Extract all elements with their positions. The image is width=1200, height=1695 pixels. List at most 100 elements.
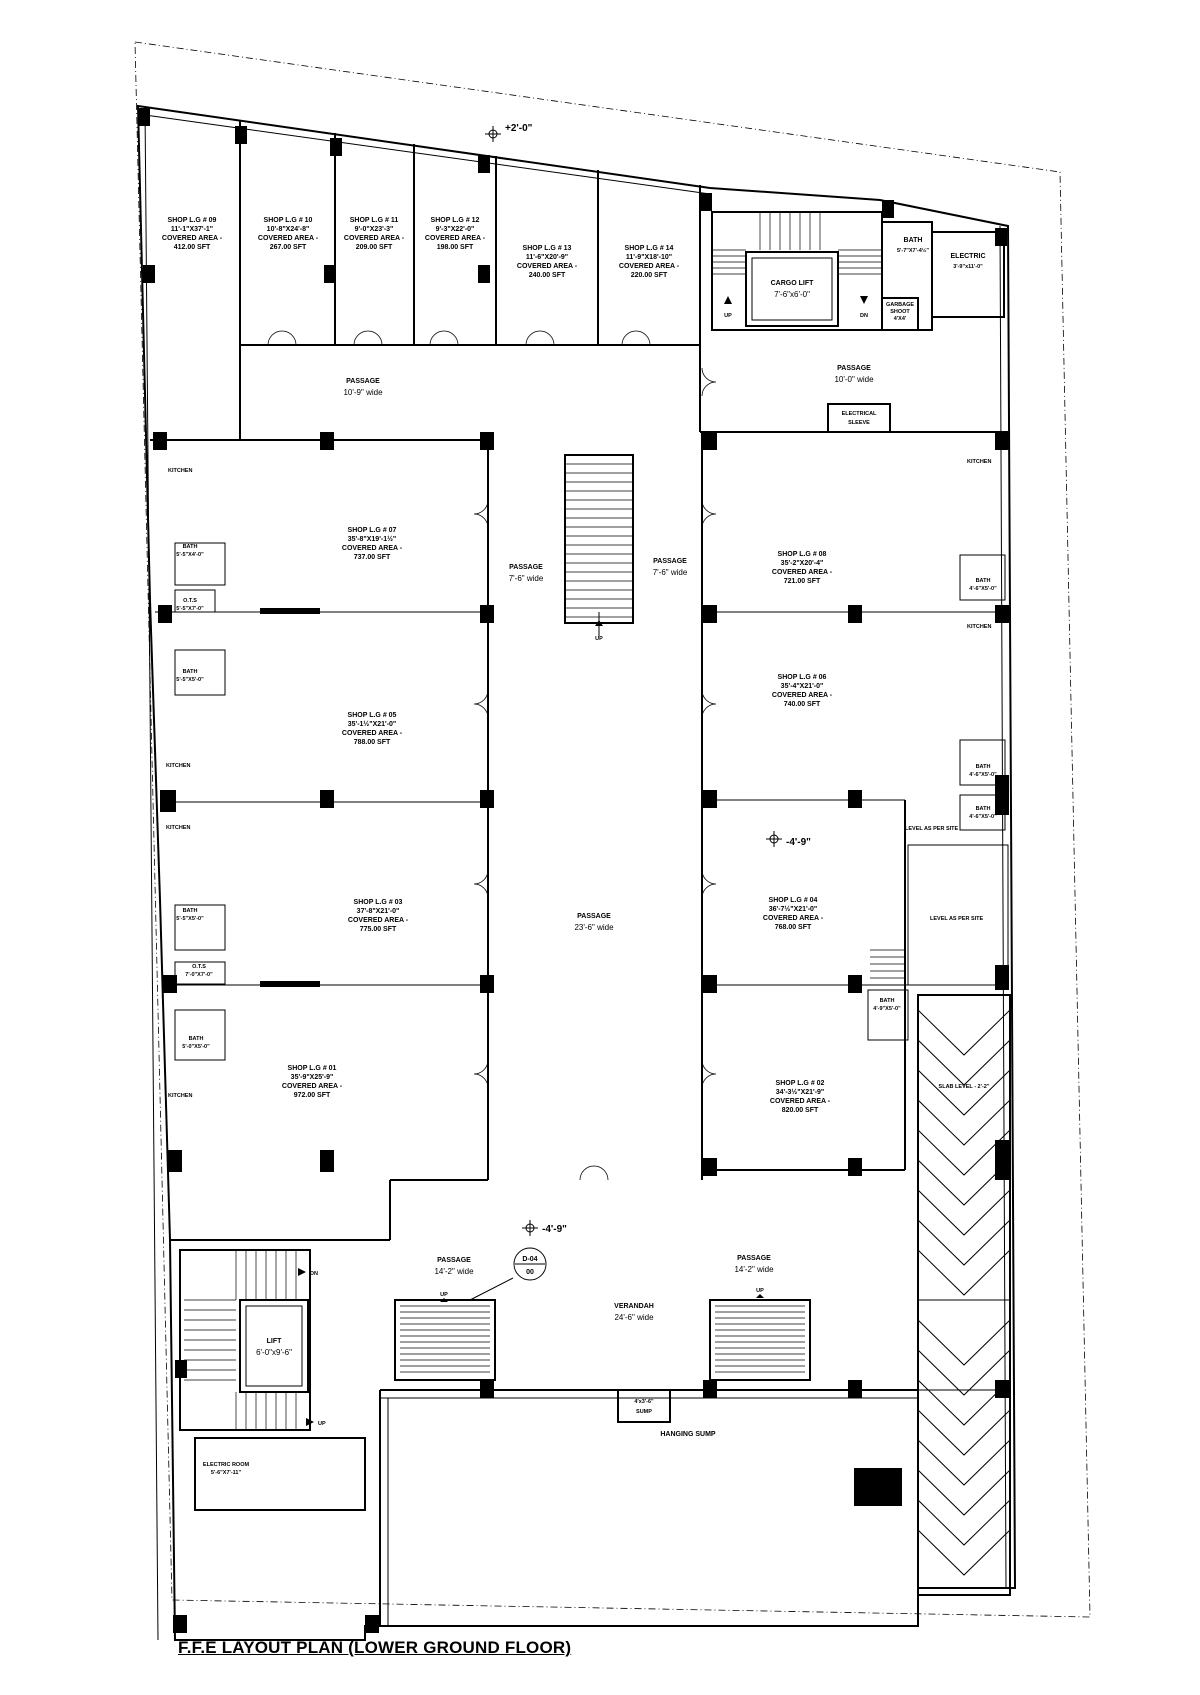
- svg-text:BATH: BATH: [189, 1036, 204, 1042]
- svg-text:COVERED AREA -: COVERED AREA -: [258, 235, 319, 242]
- arrow-up-center: UP: [595, 636, 603, 642]
- svg-text:23'-6" wide: 23'-6" wide: [574, 923, 614, 932]
- shop-lg-11-label: SHOP L.G # 11 9'-0"X23'-3" COVERED AREA …: [344, 217, 405, 251]
- site-boundary: [134, 41, 1091, 1618]
- svg-text:7'-6"x6'-0": 7'-6"x6'-0": [774, 290, 810, 299]
- level-marker-top: +2'-0": [485, 123, 533, 142]
- svg-text:COVERED AREA -: COVERED AREA -: [619, 263, 680, 270]
- svg-text:37'-8"X21'-0": 37'-8"X21'-0": [357, 908, 400, 915]
- svg-text:SHOOT: SHOOT: [890, 309, 910, 315]
- electric-label: ELECTRIC 3'-9"x11'-0": [951, 253, 986, 270]
- svg-text:412.00 SFT: 412.00 SFT: [174, 244, 211, 251]
- arrow-up-cargo-left: UP: [724, 296, 732, 319]
- shop-lg-13-label: SHOP L.G # 13 11'-6"X20'-9" COVERED AREA…: [517, 245, 578, 279]
- svg-text:4'-6"X5'-0": 4'-6"X5'-0": [969, 586, 997, 592]
- svg-text:ELECTRIC ROOM: ELECTRIC ROOM: [203, 1462, 250, 1468]
- svg-text:SHOP L.G # 07: SHOP L.G # 07: [348, 527, 397, 534]
- bath-right-2: BATH 4'-6"X5'-0": [969, 764, 997, 778]
- svg-text:SHOP L.G # 02: SHOP L.G # 02: [776, 1080, 825, 1087]
- svg-text:5'-0"X5'-0": 5'-0"X5'-0": [182, 1044, 210, 1050]
- svg-text:5'-7"X7'-4½": 5'-7"X7'-4½": [897, 247, 929, 254]
- kitchen-label-3: KITCHEN: [967, 624, 991, 630]
- svg-text:24'-6" wide: 24'-6" wide: [614, 1313, 654, 1322]
- svg-text:35'-2"X20'-4": 35'-2"X20'-4": [781, 560, 824, 567]
- svg-text:SHOP L.G # 09: SHOP L.G # 09: [168, 217, 217, 224]
- level-as-per-site-2: LEVEL AS PER SITE: [930, 916, 984, 922]
- svg-text:SHOP L.G # 08: SHOP L.G # 08: [778, 551, 827, 558]
- kitchen-label-5: KITCHEN: [166, 825, 190, 831]
- svg-text:COVERED AREA -: COVERED AREA -: [772, 569, 833, 576]
- svg-text:BATH: BATH: [183, 669, 198, 675]
- svg-text:CARGO LIFT: CARGO LIFT: [771, 280, 814, 287]
- passage-bottom-right: PASSAGE 14'-2" wide: [734, 1255, 774, 1274]
- svg-text:BATH: BATH: [976, 764, 991, 770]
- svg-text:COVERED AREA -: COVERED AREA -: [517, 263, 578, 270]
- svg-text:BATH: BATH: [976, 806, 991, 812]
- drawing-title: F.F.E LAYOUT PLAN (LOWER GROUND FLOOR): [178, 1638, 572, 1657]
- svg-text:PASSAGE: PASSAGE: [837, 365, 871, 372]
- passage-center-right: PASSAGE 7'-6" wide: [653, 558, 688, 577]
- svg-text:SLEEVE: SLEEVE: [848, 420, 870, 426]
- lift-label: LIFT 6'-0"x9'-6": [256, 1338, 292, 1357]
- svg-text:36'-7½"X21'-0": 36'-7½"X21'-0": [769, 905, 818, 913]
- electrical-sleeve-label: ELECTRICAL SLEEVE: [842, 411, 877, 426]
- svg-text:34'-3½"X21'-9": 34'-3½"X21'-9": [776, 1088, 825, 1096]
- callout-top: D-04: [522, 1256, 537, 1263]
- left-shops-block: [155, 440, 489, 1241]
- shop-lg-10-label: SHOP L.G # 10 10'-8"X24'-8" COVERED AREA…: [258, 217, 319, 251]
- bath-top-label: BATH 5'-7"X7'-4½": [897, 237, 929, 254]
- callout-bottom: 00: [526, 1269, 534, 1276]
- svg-text:737.00 SFT: 737.00 SFT: [354, 554, 391, 561]
- svg-text:PASSAGE: PASSAGE: [346, 378, 380, 385]
- svg-text:COVERED AREA -: COVERED AREA -: [162, 235, 223, 242]
- svg-text:VERANDAH: VERANDAH: [614, 1303, 654, 1310]
- kitchen-label-4: KITCHEN: [166, 763, 190, 769]
- svg-text:5'-5"X4'-0": 5'-5"X4'-0": [176, 552, 204, 558]
- svg-text:BATH: BATH: [976, 578, 991, 584]
- svg-text:COVERED AREA -: COVERED AREA -: [348, 917, 409, 924]
- svg-text:UP: UP: [756, 1288, 764, 1294]
- svg-text:7'-6" wide: 7'-6" wide: [653, 568, 688, 577]
- kitchen-label-2: KITCHEN: [967, 459, 991, 465]
- svg-text:UP: UP: [595, 636, 603, 642]
- bath-left-1: BATH 5'-5"X4'-0": [176, 544, 204, 558]
- svg-text:UP: UP: [440, 1292, 448, 1298]
- svg-text:UP: UP: [724, 313, 732, 319]
- central-stair: [564, 454, 634, 636]
- arrow-dn-cargo-right: DN: [860, 296, 868, 319]
- shop-lg-02-label: SHOP L.G # 02 34'-3½"X21'-9" COVERED ARE…: [770, 1080, 831, 1114]
- svg-text:O.T.S: O.T.S: [192, 964, 206, 970]
- cargo-lift-label: CARGO LIFT 7'-6"x6'-0": [771, 280, 814, 299]
- hanging-sump-label: HANGING SUMP: [660, 1431, 716, 1438]
- svg-text:SHOP L.G # 04: SHOP L.G # 04: [769, 897, 818, 904]
- svg-text:BATH: BATH: [183, 544, 198, 550]
- svg-text:COVERED AREA -: COVERED AREA -: [342, 730, 403, 737]
- level-marker-lower: -4'-9": [522, 1220, 567, 1236]
- svg-text:COVERED AREA -: COVERED AREA -: [342, 545, 403, 552]
- svg-text:SHOP L.G # 10: SHOP L.G # 10: [264, 217, 313, 224]
- svg-text:LIFT: LIFT: [267, 1338, 282, 1345]
- svg-text:4'x3'-6": 4'x3'-6": [634, 1399, 654, 1405]
- svg-text:SHOP L.G # 03: SHOP L.G # 03: [354, 899, 403, 906]
- svg-text:3'-9"x11'-0": 3'-9"x11'-0": [953, 264, 983, 270]
- svg-text:721.00 SFT: 721.00 SFT: [784, 578, 821, 585]
- svg-text:14'-2" wide: 14'-2" wide: [434, 1267, 474, 1276]
- arrow-dn-bottom-left: DN: [298, 1268, 318, 1277]
- shop-lg-07-label: SHOP L.G # 07 35'-8"X19'-1½" COVERED ARE…: [342, 527, 403, 561]
- svg-text:7'-6" wide: 7'-6" wide: [509, 574, 544, 583]
- svg-text:O.T.S: O.T.S: [183, 598, 197, 604]
- svg-text:COVERED AREA -: COVERED AREA -: [763, 915, 824, 922]
- bath-left-2: BATH 5'-5"X5'-0": [176, 669, 204, 683]
- svg-text:9'-0"X23'-3": 9'-0"X23'-3": [355, 226, 394, 233]
- svg-text:PASSAGE: PASSAGE: [509, 564, 543, 571]
- svg-text:7'-0"X7'-0": 7'-0"X7'-0": [185, 972, 213, 978]
- svg-text:DN: DN: [310, 1271, 318, 1277]
- electric-room-label: ELECTRIC ROOM 5'-6"X7'-11": [203, 1462, 250, 1476]
- svg-text:6'-0"x9'-6": 6'-0"x9'-6": [256, 1348, 292, 1357]
- svg-text:209.00 SFT: 209.00 SFT: [356, 244, 393, 251]
- svg-text:COVERED AREA -: COVERED AREA -: [282, 1083, 343, 1090]
- level-mid-text: -4'-9": [786, 837, 811, 848]
- svg-text:198.00 SFT: 198.00 SFT: [437, 244, 474, 251]
- svg-text:BATH: BATH: [904, 237, 923, 244]
- ots-2: O.T.S 7'-0"X7'-0": [185, 964, 213, 978]
